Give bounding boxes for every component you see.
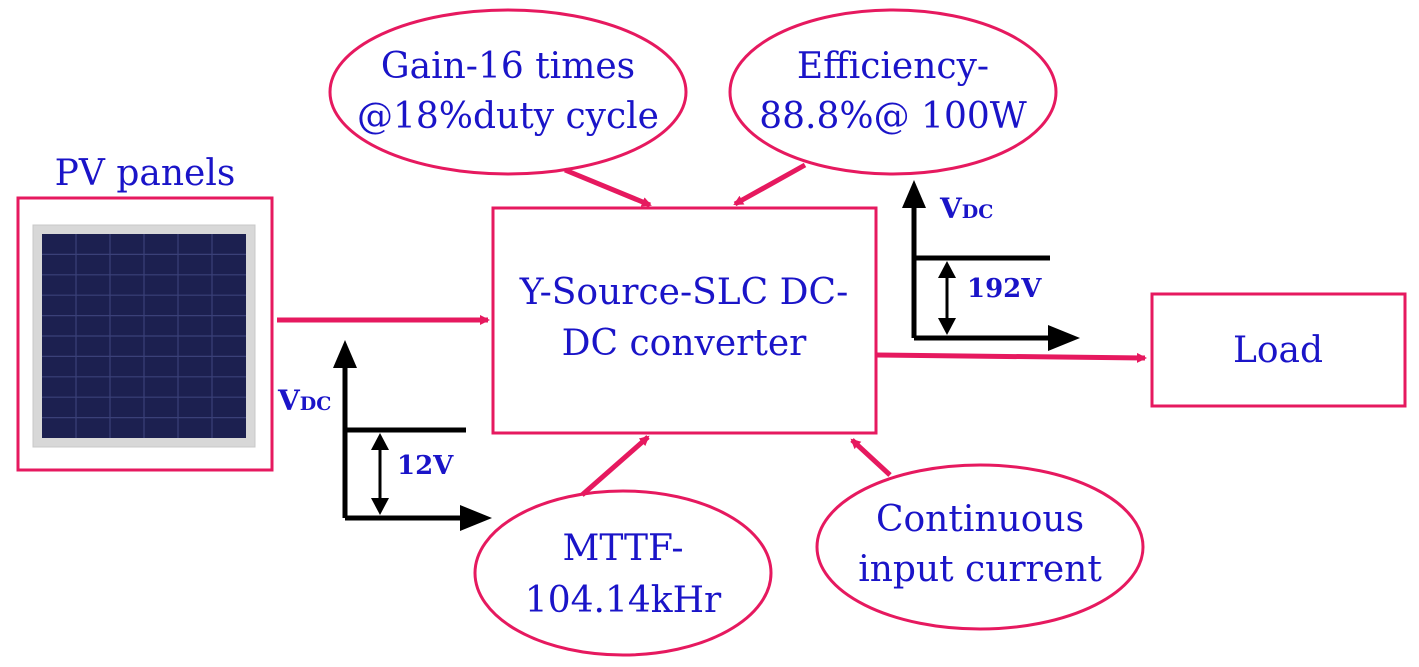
output-axis-label: VDC bbox=[939, 192, 993, 225]
converter-to-load-arrow bbox=[875, 352, 1147, 363]
output-axis-sub: DC bbox=[962, 201, 994, 223]
mttf-line1: MTTF- bbox=[562, 528, 683, 569]
input-value-label: 12V bbox=[397, 451, 454, 481]
efficiency-ellipse bbox=[728, 8, 1058, 176]
output-x-arrow-icon bbox=[1048, 325, 1080, 351]
input-waveform: VDC 12V bbox=[277, 340, 492, 531]
pv-panels-label: PV panels bbox=[55, 153, 236, 194]
output-dimension-down-icon bbox=[938, 318, 956, 335]
gain-line1: Gain-16 times bbox=[381, 46, 635, 87]
mttf-line2: 104.14kHr bbox=[525, 580, 722, 621]
continuous-line2: input current bbox=[858, 549, 1102, 590]
input-y-arrow-icon bbox=[333, 340, 357, 368]
efficiency-line1: Efficiency- bbox=[797, 46, 989, 87]
efficiency-line2: 88.8%@ 100W bbox=[759, 96, 1027, 137]
load-box bbox=[1150, 292, 1407, 408]
continuous-arrow bbox=[850, 438, 892, 477]
input-axis-main: V bbox=[277, 384, 301, 417]
mttf-feature: MTTF- 104.14kHr bbox=[473, 435, 773, 657]
continuous-current-feature: Continuous input current bbox=[815, 438, 1145, 631]
output-y-arrow-icon bbox=[902, 180, 926, 208]
output-axis-main: V bbox=[939, 192, 963, 225]
pv-panel-block: PV panels bbox=[16, 153, 274, 472]
mttf-ellipse bbox=[473, 489, 773, 657]
converter-block: Y-Source-SLC DC- DC converter bbox=[491, 206, 878, 435]
input-x-arrow-icon bbox=[460, 505, 492, 531]
gain-arrow bbox=[564, 167, 652, 208]
load-block: Load bbox=[1150, 292, 1407, 408]
mttf-arrow bbox=[580, 435, 650, 497]
gain-line2: @18%duty cycle bbox=[357, 96, 659, 137]
continuous-ellipse bbox=[815, 463, 1145, 631]
input-axis-label: VDC bbox=[277, 384, 331, 417]
continuous-line1: Continuous bbox=[876, 499, 1084, 540]
input-axis-sub: DC bbox=[300, 393, 332, 415]
converter-label-line1: Y-Source-SLC DC- bbox=[519, 272, 848, 313]
output-dimension-up-icon bbox=[938, 261, 956, 278]
gain-ellipse bbox=[328, 8, 688, 176]
output-value-label: 192V bbox=[967, 274, 1042, 304]
output-waveform: VDC 192V bbox=[902, 180, 1080, 351]
load-label: Load bbox=[1233, 330, 1323, 371]
pv-panel-icon bbox=[42, 234, 246, 438]
converter-label-line2: DC converter bbox=[562, 323, 807, 364]
input-dimension-up-icon bbox=[371, 433, 389, 450]
converter-box bbox=[491, 206, 878, 435]
efficiency-feature: Efficiency- 88.8%@ 100W bbox=[728, 8, 1058, 207]
efficiency-arrow bbox=[733, 162, 807, 207]
input-dimension-down-icon bbox=[371, 498, 389, 515]
gain-feature: Gain-16 times @18%duty cycle bbox=[328, 8, 688, 208]
